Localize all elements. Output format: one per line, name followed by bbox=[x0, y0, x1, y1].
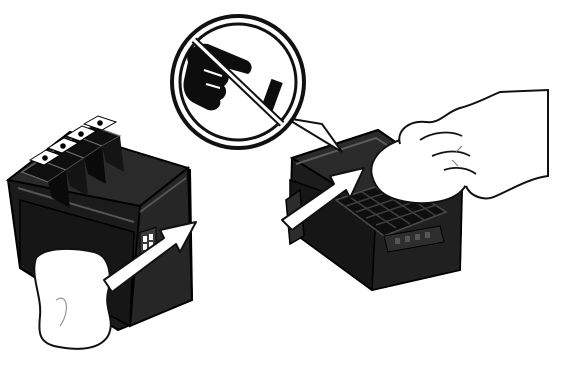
drop-icon bbox=[78, 131, 84, 137]
no-touch-sign bbox=[172, 16, 342, 152]
drop-icon bbox=[97, 120, 103, 126]
drop-icon bbox=[42, 155, 48, 161]
drop-icon bbox=[60, 143, 66, 149]
hand-with-cloth bbox=[371, 90, 548, 203]
cloth-left bbox=[34, 249, 111, 349]
